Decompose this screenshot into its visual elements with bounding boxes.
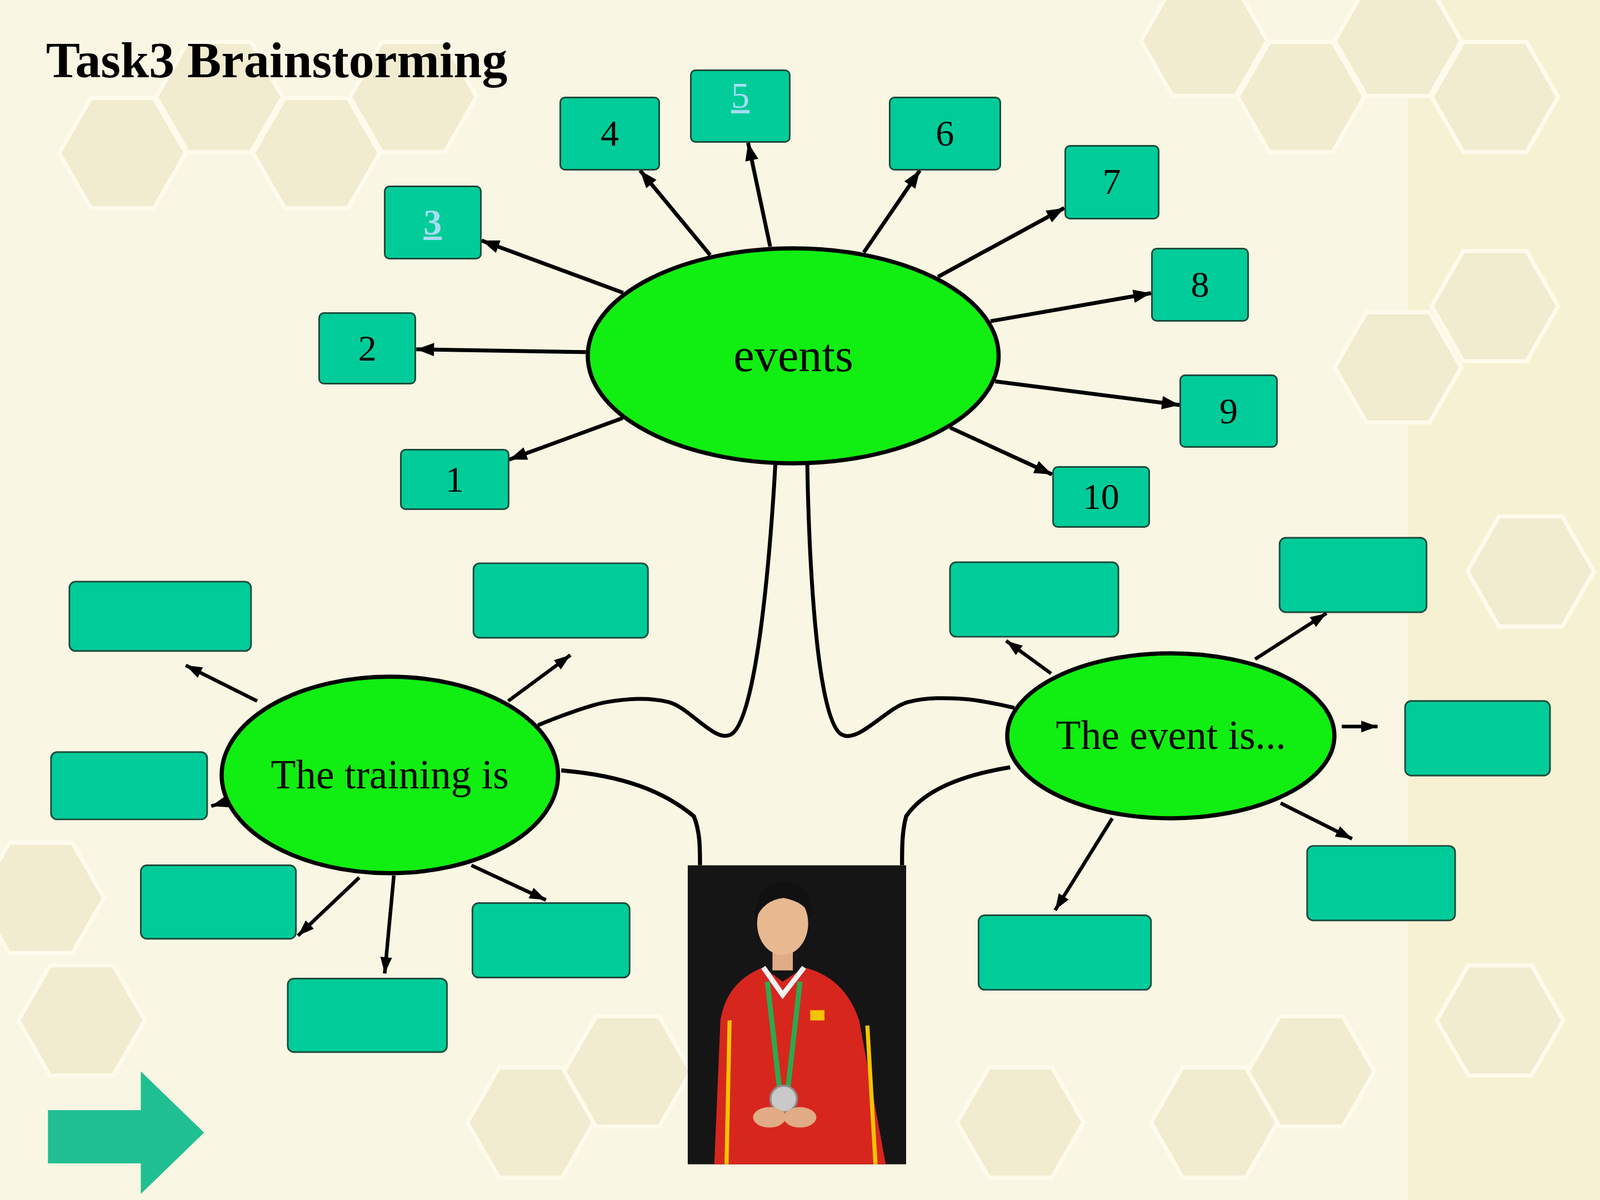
connector-arrow	[537, 465, 775, 737]
arrow	[185, 665, 258, 702]
number-box: 5	[690, 69, 792, 143]
topic-ellipse: The training is	[219, 674, 560, 876]
empty-box	[51, 752, 208, 820]
callout-number: 10	[1082, 476, 1120, 518]
arrow	[1006, 640, 1052, 674]
connector-arrow	[990, 293, 1152, 322]
callout-number: 5	[731, 75, 750, 117]
connector-arrow	[748, 142, 771, 247]
arrow	[471, 865, 547, 900]
empty-box	[473, 563, 648, 638]
empty-box	[140, 865, 296, 939]
number-box: 3	[383, 185, 482, 259]
callout-number: 6	[935, 113, 954, 154]
hand	[753, 1107, 787, 1128]
hexagon-pattern	[0, 0, 1594, 1178]
tree-lines	[561, 767, 1010, 865]
background-band	[1408, 0, 1600, 1200]
arrow	[297, 877, 359, 937]
empty-box	[1279, 537, 1427, 613]
topic-label: The event is...	[1056, 713, 1287, 759]
hexagon	[1436, 965, 1564, 1076]
topic-label: events	[733, 330, 854, 382]
connector-arrow	[481, 240, 624, 293]
arrow	[508, 655, 571, 702]
connector-arrow	[995, 381, 1180, 405]
ellipse-shape	[1007, 653, 1335, 819]
hand	[783, 1107, 817, 1128]
slide-title: Task3 Brainstorming	[46, 30, 508, 90]
number-box: 2	[318, 312, 417, 385]
number-box: 7	[1064, 145, 1160, 220]
ellipse-shape	[221, 676, 558, 874]
athlete-photo	[687, 865, 907, 1165]
jacket	[714, 967, 887, 1164]
arrow	[1341, 725, 1378, 729]
hexagon	[0, 842, 104, 953]
callout-number: 3	[423, 202, 442, 243]
number-box: 4	[559, 96, 661, 170]
empty-box	[287, 978, 448, 1052]
connector-arrow	[863, 170, 920, 253]
arrow	[384, 875, 394, 974]
hair	[755, 881, 812, 921]
tree-branch	[561, 770, 700, 866]
connector-arrow	[416, 349, 586, 353]
ellipse-shape	[587, 248, 999, 464]
arrow	[1280, 803, 1353, 839]
number-box: 6	[888, 96, 1002, 170]
hexagon	[1334, 312, 1462, 423]
connector-arrow	[640, 170, 710, 255]
empty-boxes	[51, 537, 1550, 1053]
hexagon	[18, 965, 145, 1076]
callout-number: 8	[1190, 264, 1209, 305]
connector-arrow	[509, 418, 623, 460]
empty-box	[978, 915, 1151, 990]
callout-number: 1	[445, 459, 464, 500]
empty-box	[69, 581, 252, 652]
connector-arrow	[807, 465, 1015, 737]
next-arrow	[47, 1071, 204, 1194]
connector-arrow	[937, 207, 1064, 277]
medal-ribbon	[767, 981, 800, 1090]
tree-branch	[902, 767, 1011, 865]
empty-box	[950, 562, 1119, 637]
callout-number: 2	[358, 328, 377, 369]
number-box: 1	[400, 448, 510, 510]
hexagon	[1431, 41, 1559, 152]
callout-number: 7	[1102, 161, 1122, 203]
jacket-stripe	[726, 1020, 876, 1165]
topic-ellipse: events	[585, 246, 1002, 466]
hexagon	[1467, 516, 1594, 627]
arrow	[1255, 613, 1327, 660]
empty-box	[1405, 701, 1550, 776]
number-box: 9	[1179, 374, 1278, 448]
arrow	[1055, 818, 1113, 910]
empty-box	[1307, 846, 1455, 921]
hexagon	[957, 1067, 1084, 1178]
topic-ellipse: The event is...	[1005, 651, 1337, 821]
flag-badge	[810, 1010, 825, 1020]
topic-label: The training is	[270, 752, 509, 798]
empty-box	[472, 903, 630, 978]
empty-arrows	[185, 613, 1378, 974]
hexagon	[564, 1016, 692, 1127]
hexagon	[1247, 1016, 1375, 1127]
callout-number: 9	[1219, 391, 1238, 432]
hexagon	[1431, 251, 1559, 362]
number-box: 10	[1052, 466, 1150, 528]
callout-number: 4	[600, 113, 619, 154]
number-box: 8	[1151, 247, 1249, 322]
connector-arrow	[950, 427, 1053, 475]
photo-frame	[687, 865, 907, 1165]
